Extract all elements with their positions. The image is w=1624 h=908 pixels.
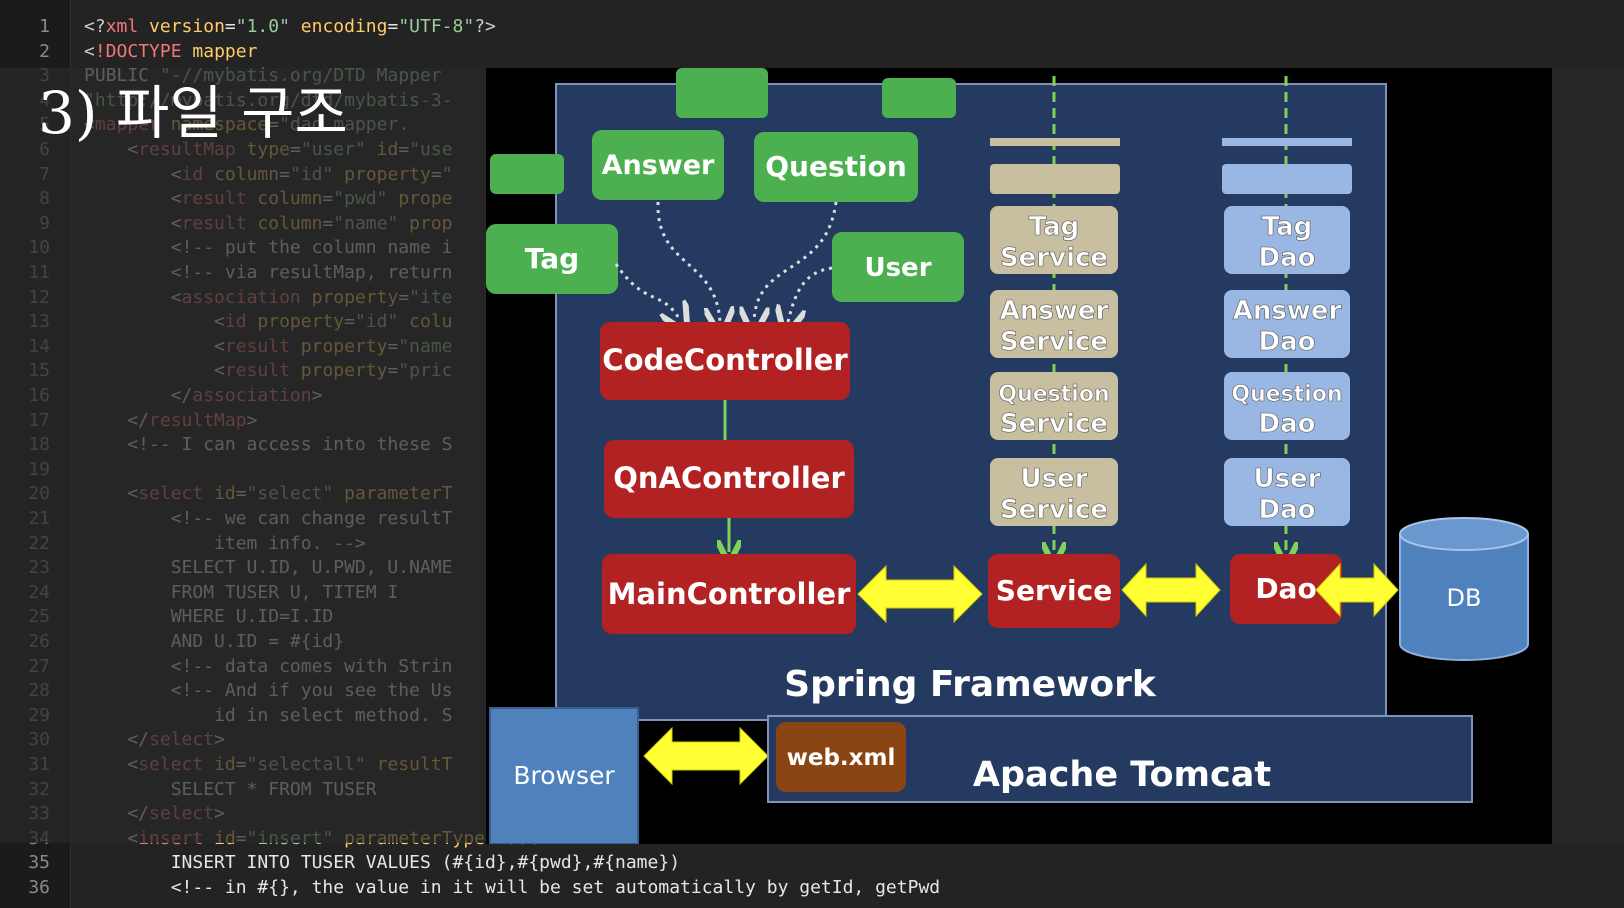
green-block <box>490 154 564 194</box>
dotted-arrow <box>788 266 833 322</box>
code-text: INSERT INTO TUSER VALUES (#{id},#{pwd},#… <box>84 852 681 874</box>
db-cylinder <box>1399 534 1529 661</box>
dao-label: Dao <box>1255 572 1316 605</box>
main-controller-label: MainController <box>608 577 852 611</box>
green-block <box>676 68 768 118</box>
model-answer-label: Answer <box>602 150 715 181</box>
webxml-box <box>776 722 906 792</box>
model-question <box>754 132 918 202</box>
dao-text: Answer <box>1233 296 1342 326</box>
dao-box-answer <box>1224 290 1350 358</box>
slide-diagram: Spring Framework Answer Question Tag Use… <box>486 68 1552 845</box>
service-text: Tag <box>1029 212 1080 242</box>
code-controller <box>600 322 850 400</box>
dao-box-user <box>1224 458 1350 526</box>
dao-box <box>1230 554 1342 624</box>
double-arrow <box>643 726 769 786</box>
dotted-arrow <box>656 201 720 322</box>
service-text: Answer <box>1000 296 1109 326</box>
service-text: Question <box>998 382 1109 407</box>
browser-label: Browser <box>513 761 615 790</box>
double-arrow <box>1315 562 1399 618</box>
service-text: User <box>1020 464 1087 494</box>
db-label: DB <box>1447 584 1482 612</box>
dao-text: Dao <box>1259 327 1316 357</box>
model-user-label: User <box>864 253 931 283</box>
dao-box-tag <box>1224 206 1350 274</box>
qna-controller <box>604 440 854 518</box>
double-arrow <box>857 564 983 624</box>
service-text: Service <box>1000 327 1108 357</box>
code-line[interactable]: 2 <!DOCTYPE mapper <box>0 39 1624 64</box>
dotted-arrow <box>614 263 680 320</box>
line-number: 36 <box>28 877 50 898</box>
dao-stack-bar <box>1222 138 1352 146</box>
spring-framework-label: Spring Framework <box>784 664 1157 705</box>
dao-text: Dao <box>1259 243 1316 273</box>
dao-text: Dao <box>1259 409 1316 439</box>
code-line[interactable]: 1 <?xml version="1.0" encoding="UTF-8"?> <box>0 14 1624 39</box>
line-number: 1 <box>39 16 50 37</box>
service-box-answer <box>990 290 1118 358</box>
dao-text: Tag <box>1262 212 1313 242</box>
green-block <box>882 78 956 118</box>
service-box-tag <box>990 206 1118 274</box>
code-text: <!-- in #{}, the value in it will be set… <box>84 877 941 898</box>
line-number: 35 <box>28 852 50 874</box>
service-label: Service <box>996 574 1112 607</box>
code-controller-label: CodeController <box>602 343 848 377</box>
dao-text: Question <box>1231 382 1342 407</box>
qna-controller-label: QnAController <box>613 461 845 495</box>
line-number: 2 <box>39 40 50 62</box>
service-box <box>988 554 1120 628</box>
service-box-user <box>990 458 1118 526</box>
model-user <box>832 232 964 302</box>
main-controller <box>602 554 856 634</box>
model-question-label: Question <box>765 150 907 183</box>
model-tag-label: Tag <box>525 242 579 275</box>
code-text: <!DOCTYPE mapper <box>84 40 258 62</box>
code-text: <?xml version="1.0" encoding="UTF-8"?> <box>84 16 496 37</box>
service-text: Service <box>1000 495 1108 525</box>
dao-text: User <box>1253 464 1320 494</box>
architecture-diagram: Spring Framework Answer Question Tag Use… <box>486 68 1529 845</box>
double-arrow <box>1121 562 1221 618</box>
service-box-question <box>990 372 1118 440</box>
db-cylinder-top <box>1399 517 1529 551</box>
service-boxes: TagServiceAnswerServiceQuestionServiceUs… <box>990 206 1118 526</box>
webxml-label: web.xml <box>787 745 896 771</box>
dao-box-question <box>1224 372 1350 440</box>
service-stack-bar <box>990 138 1120 146</box>
service-stack-bar <box>990 164 1120 194</box>
dao-text: Dao <box>1259 495 1316 525</box>
model-tag <box>486 224 618 294</box>
dao-stack-bar <box>1222 164 1352 194</box>
slide-title: 3) 파일 구조 <box>38 79 348 147</box>
code-line[interactable]: 35 INSERT INTO TUSER VALUES (#{id},#{pwd… <box>0 850 1624 875</box>
code-line[interactable]: 36 <!-- in #{}, the value in it will be … <box>0 875 1624 900</box>
service-text: Service <box>1000 243 1108 273</box>
dotted-arrow <box>754 201 838 322</box>
service-text: Service <box>1000 409 1108 439</box>
model-answer <box>592 130 724 200</box>
tomcat-label: Apache Tomcat <box>973 755 1271 795</box>
